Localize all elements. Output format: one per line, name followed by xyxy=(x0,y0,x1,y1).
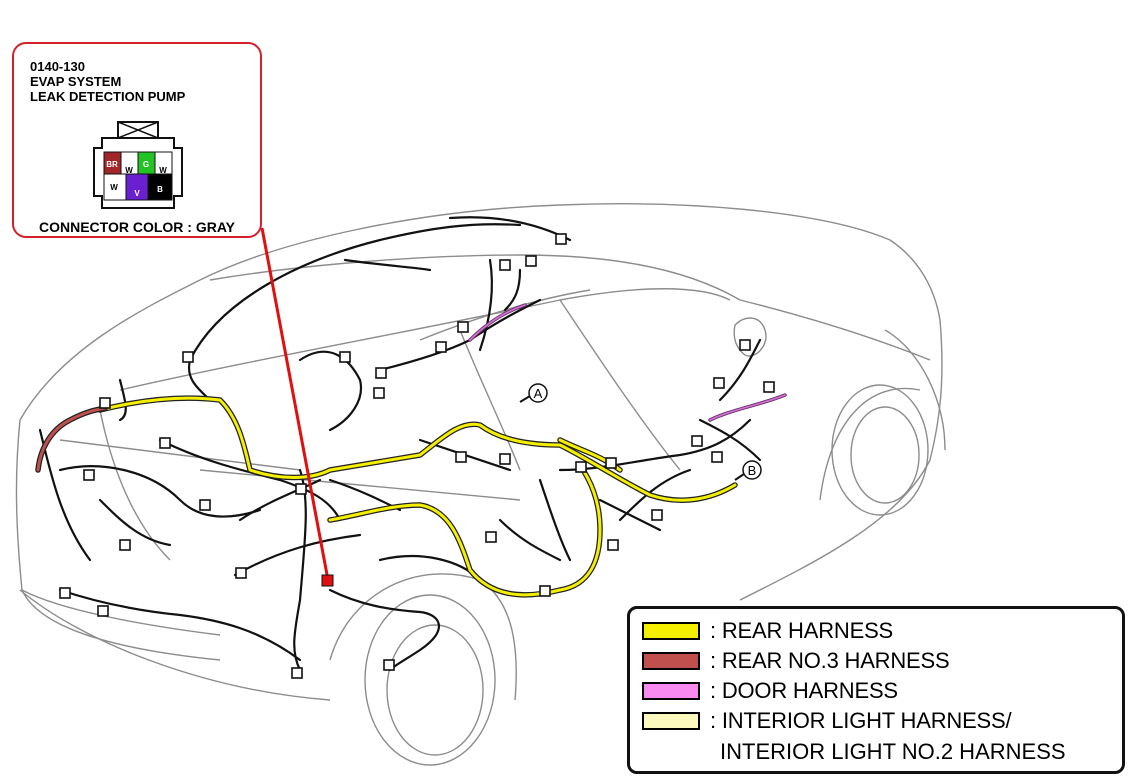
connector-color-label: CONNECTOR COLOR : GRAY xyxy=(38,219,235,235)
marker-a: A xyxy=(519,383,548,403)
rear-harness-yellow xyxy=(97,395,738,598)
legend-label-rear-harness: : REAR HARNESS xyxy=(710,618,894,643)
door-harness xyxy=(468,303,787,422)
legend-swatch-rear-harness xyxy=(642,622,700,640)
leak-detection-pump-connector xyxy=(321,574,334,587)
wiring-black xyxy=(38,216,762,672)
legend-item-interior-light-harness: : INTERIOR LIGHT HARNESS/ xyxy=(642,707,1012,735)
connector-callout: 0140-130 EVAP SYSTEM LEAK DETECTION PUMP… xyxy=(12,42,262,238)
pin-label: W xyxy=(110,183,118,192)
pin-label: W xyxy=(125,166,133,175)
legend-item-rear-harness: : REAR HARNESS xyxy=(642,617,893,645)
connectors xyxy=(59,233,775,679)
legend-item-door-harness: : DOOR HARNESS xyxy=(642,677,898,705)
legend-label-interior-light-no2: INTERIOR LIGHT NO.2 HARNESS xyxy=(720,739,1066,764)
connector-system: EVAP SYSTEM xyxy=(30,74,122,89)
harness-legend: : REAR HARNESS : REAR NO.3 HARNESS : DOO… xyxy=(627,606,1125,774)
legend-swatch-rear-no3-harness xyxy=(642,652,700,670)
legend-label-door-harness: : DOOR HARNESS xyxy=(710,678,898,703)
marker-a-label: A xyxy=(534,386,543,401)
pin-label: B xyxy=(157,185,163,194)
marker-b-label: B xyxy=(748,463,757,478)
rear-no3-harness xyxy=(35,405,108,473)
pin-label: W xyxy=(159,166,167,175)
legend-label-rear-no3-harness: : REAR NO.3 HARNESS xyxy=(710,648,950,673)
legend-label-interior-light-harness: : INTERIOR LIGHT HARNESS/ xyxy=(710,708,1012,733)
connector-code: 0140-130 xyxy=(30,59,85,74)
callout-leader-line xyxy=(260,227,330,581)
pin-cell xyxy=(147,173,173,201)
connector-part-name: LEAK DETECTION PUMP xyxy=(30,89,186,104)
legend-swatch-door-harness xyxy=(642,682,700,700)
legend-item-rear-no3-harness: : REAR NO.3 HARNESS xyxy=(642,647,950,675)
pin-label: BR xyxy=(106,160,118,169)
legend-swatch-interior-light-harness xyxy=(642,712,700,730)
pin-label: V xyxy=(134,189,140,198)
car-body-outline xyxy=(15,203,946,766)
pin-label: G xyxy=(143,160,149,169)
marker-b: B xyxy=(734,460,762,481)
